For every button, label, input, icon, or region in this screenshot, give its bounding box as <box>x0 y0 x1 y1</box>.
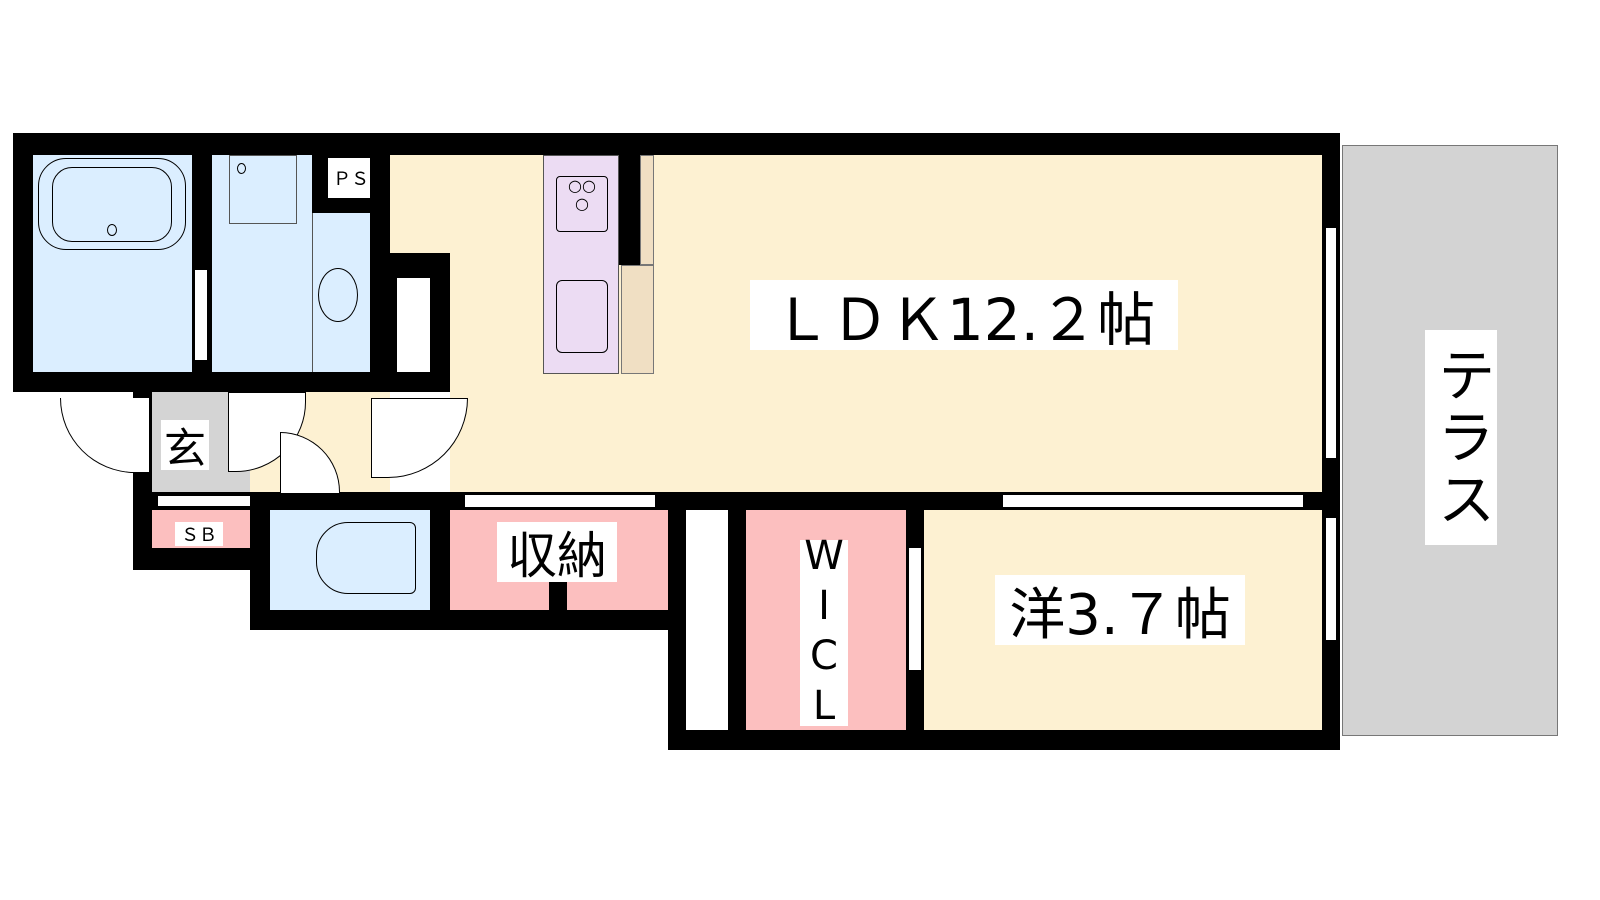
kitchen-counter <box>543 155 619 374</box>
kitchen-bar <box>621 265 654 374</box>
wall-wet-bottom <box>13 372 450 392</box>
western-door[interactable] <box>1003 494 1303 508</box>
toilet-door[interactable] <box>280 432 340 494</box>
closet-small <box>397 278 430 372</box>
entrance-label: 玄 <box>161 420 209 473</box>
closet <box>686 510 728 730</box>
terrace-label: テラス <box>1425 330 1497 545</box>
bathtub-icon <box>38 158 186 250</box>
bath-door[interactable] <box>194 270 208 360</box>
storage-label: 収納 <box>497 522 617 585</box>
vanity <box>312 213 370 372</box>
stove-icon: ○○○ <box>556 176 608 232</box>
ldk-room <box>390 155 1322 253</box>
bathroom <box>33 155 192 372</box>
wall-left <box>13 133 33 392</box>
ldk-label: ＬＤＫ12.２帖 <box>750 280 1178 354</box>
washer-dot <box>237 163 246 174</box>
western-window[interactable] <box>1325 518 1337 640</box>
bathtub-inner <box>52 167 172 242</box>
drain-icon <box>107 224 117 236</box>
kitchen-sink-icon <box>556 280 608 353</box>
wic-door[interactable] <box>908 548 922 670</box>
storage-door[interactable] <box>465 494 655 508</box>
washer-icon <box>229 155 297 224</box>
wic-label: WICL <box>800 533 848 733</box>
wall-wash-ldk <box>370 155 390 392</box>
kitchen-bar-top <box>640 155 654 265</box>
front-door[interactable] <box>60 398 150 473</box>
toilet-icon <box>316 522 416 594</box>
wall-top <box>13 133 1340 155</box>
sink-icon <box>318 268 358 322</box>
sb-label: ＳＢ <box>175 522 223 546</box>
western-label: 洋3.７帖 <box>995 575 1245 648</box>
ps-label: ＰＳ <box>328 158 374 198</box>
ldk-window[interactable] <box>1325 228 1337 458</box>
storage-divider <box>549 582 567 610</box>
kitchen-wall <box>619 155 640 265</box>
sb-door[interactable] <box>158 495 250 507</box>
